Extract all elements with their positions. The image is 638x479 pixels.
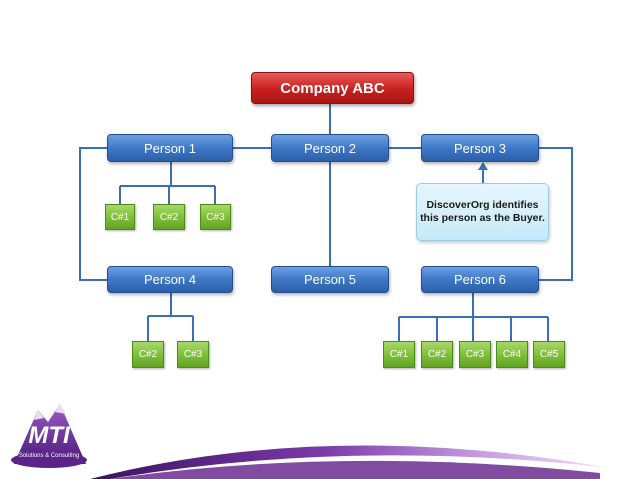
person-1-node[interactable]: Person 1 [107,134,233,162]
logo-name: MTI [28,422,70,449]
mti-logo: MTI Solutions & Consulting [8,398,90,474]
child-label: C#3 [183,349,203,360]
child-label: C#1 [389,349,409,360]
child-label: C#2 [138,349,158,360]
person-1-child-2[interactable]: C#2 [153,204,185,230]
company-label: Company ABC [280,79,385,97]
callout-line-2: this person as the Buyer. [420,212,545,224]
child-label: C#3 [206,211,225,223]
person-4-label: Person 4 [143,272,197,287]
person-6-child-4[interactable]: C#4 [496,341,528,368]
child-label: C#5 [539,349,559,360]
person-6-child-1[interactable]: C#1 [383,341,415,368]
person-4-child-2[interactable]: C#3 [177,341,209,368]
person-1-label: Person 1 [143,140,197,156]
person-1-child-1[interactable]: C#1 [105,204,135,230]
child-label: C#1 [110,211,130,223]
person-6-node[interactable]: Person 6 [421,266,539,293]
person-6-label: Person 6 [453,272,507,287]
person-1-child-3[interactable]: C#3 [200,204,231,230]
callout-line-1: DiscoverOrg identifies [426,199,539,211]
person-4-child-1[interactable]: C#2 [132,341,164,368]
person-6-child-5[interactable]: C#5 [533,341,565,368]
buyer-callout: DiscoverOrg identifies this person as th… [416,183,549,241]
person-2-label: Person 2 [303,140,357,156]
person-6-child-3[interactable]: C#3 [459,341,491,368]
person-3-node[interactable]: Person 3 [421,134,539,162]
person-3-label: Person 3 [453,140,507,156]
person-6-child-2[interactable]: C#2 [421,341,453,368]
person-4-node[interactable]: Person 4 [107,266,233,293]
person-5-label: Person 5 [303,272,357,287]
child-label: C#2 [427,349,447,360]
person-2-node[interactable]: Person 2 [271,134,389,162]
logo-mountain-icon [11,404,87,468]
person-5-node[interactable]: Person 5 [271,266,389,293]
company-node[interactable]: Company ABC [251,72,414,104]
child-label: C#4 [502,349,522,360]
child-label: C#2 [159,211,179,223]
logo-tagline: Solutions & Consulting [18,453,80,459]
child-label: C#3 [465,349,485,360]
